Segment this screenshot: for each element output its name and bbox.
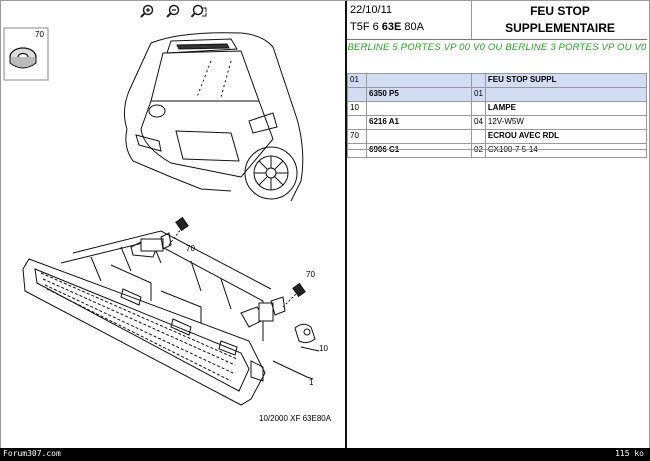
line-number: 70 — [347, 129, 367, 144]
catalog-reference: T5F 6 63E 80A — [350, 21, 424, 33]
page-size: 115 ko — [615, 449, 644, 458]
callout-label: 70 — [186, 244, 195, 253]
part-number: 6906 C1 — [366, 143, 472, 158]
parts-row-detail[interactable]: 6906 C102CX100-7 5-14 — [347, 143, 648, 158]
zoom-in-button[interactable] — [139, 4, 155, 18]
part-description: ECROU AVEC RDL — [484, 129, 648, 144]
fastener-illustrations — [168, 216, 320, 380]
spacer-cell — [347, 115, 367, 130]
ref-prefix: T5F 6 — [350, 21, 382, 33]
part-quantity: 01 — [471, 87, 486, 102]
part-detail — [484, 87, 648, 102]
part-number: 6350 P5 — [366, 87, 472, 102]
zoom-out-button[interactable] — [165, 4, 181, 18]
zoom-fit-icon — [191, 4, 207, 18]
part-description: LAMPE — [484, 101, 648, 116]
car-rear-illustration — [123, 32, 304, 202]
part-quantity: 04 — [471, 115, 486, 130]
ref-bold: 63E — [381, 21, 402, 33]
parts-panel: 22/10/11 T5F 6 63E 80A FEU STOP SUPPLEME… — [347, 1, 648, 448]
zoom-fit-button[interactable] — [191, 4, 207, 18]
part-quantity: 02 — [471, 143, 486, 158]
panel-divider[interactable] — [345, 1, 347, 448]
status-bar: Forum307.com 115 ko — [0, 448, 650, 461]
part-number: 6216 A1 — [366, 115, 472, 130]
parts-diagram: 70 — [3, 27, 332, 423]
spacer-cell — [366, 101, 472, 116]
spacer-cell — [471, 101, 486, 116]
spacer-cell — [366, 129, 472, 144]
zoom-out-icon — [166, 4, 180, 18]
callout-label: 10 — [319, 344, 328, 353]
zoom-toolbar — [139, 4, 207, 18]
page-title: FEU STOP — [530, 4, 590, 18]
diagram-panel: 70 — [1, 1, 345, 448]
spacer-cell — [471, 129, 486, 144]
vehicle-applicability: BERLINE 5 PORTES VP 00 V0 OU BERLINE 3 P… — [347, 42, 647, 53]
site-label: Forum307.com — [3, 449, 61, 458]
spacer-cell — [347, 143, 367, 158]
callout-label: 70 — [306, 270, 315, 279]
header-separator — [471, 1, 472, 39]
parts-header: 22/10/11 T5F 6 63E 80A FEU STOP SUPPLEME… — [347, 1, 647, 40]
spacer-cell — [347, 87, 367, 102]
zoom-in-icon — [140, 4, 154, 18]
spacer-cell — [366, 73, 472, 88]
parts-row[interactable]: 70 ECROU AVEC RDL — [347, 129, 648, 144]
part-detail: 12V-W5W — [484, 115, 648, 130]
part-description: FEU STOP SUPPL — [484, 73, 648, 88]
callout-label: 70 — [35, 30, 44, 39]
nut-thumbnail: 70 — [3, 27, 49, 81]
callout-label: 1 — [309, 378, 314, 387]
spacer-cell — [471, 73, 486, 88]
line-number: 10 — [347, 101, 367, 116]
ref-suffix: 80A — [401, 21, 425, 33]
stop-lamp-illustration — [22, 230, 286, 406]
table-bottom-rule — [347, 149, 647, 150]
diagram-code: 10/2000 XF 63E80A — [259, 414, 332, 423]
parts-row[interactable]: 01 FEU STOP SUPPL — [347, 73, 648, 88]
line-number: 01 — [347, 73, 367, 88]
parts-row[interactable]: 10 LAMPE — [347, 101, 648, 116]
part-detail: CX100-7 5-14 — [484, 143, 648, 158]
page-subtitle: SUPPLEMENTAIRE — [505, 21, 615, 35]
catalog-date: 22/10/11 — [350, 4, 393, 16]
